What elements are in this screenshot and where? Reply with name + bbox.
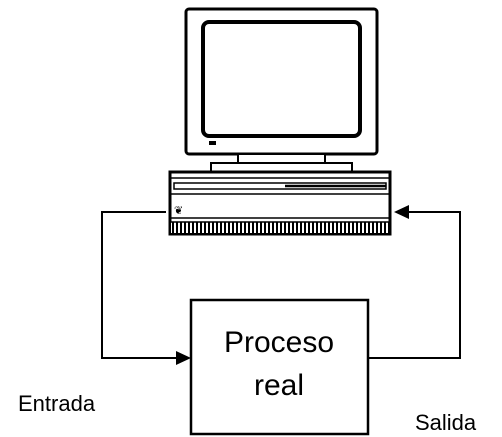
apple-logo-icon: ❦ [174,204,183,217]
computer-icon: ❦ [168,7,392,236]
monitor-screen [201,20,362,138]
process-box [189,298,370,436]
output-arrowhead-icon [394,205,409,219]
input-arrowhead-icon [176,351,191,365]
monitor-neck [237,153,326,164]
power-button-icon [209,141,216,145]
vent-grille [171,222,389,233]
input-label: Entrada [18,391,96,416]
process-label-line2: real [254,369,304,402]
output-connector [368,211,461,359]
output-label: Salida [415,410,477,435]
process-label-line1: Proceso [224,326,334,359]
input-connector [101,211,178,359]
